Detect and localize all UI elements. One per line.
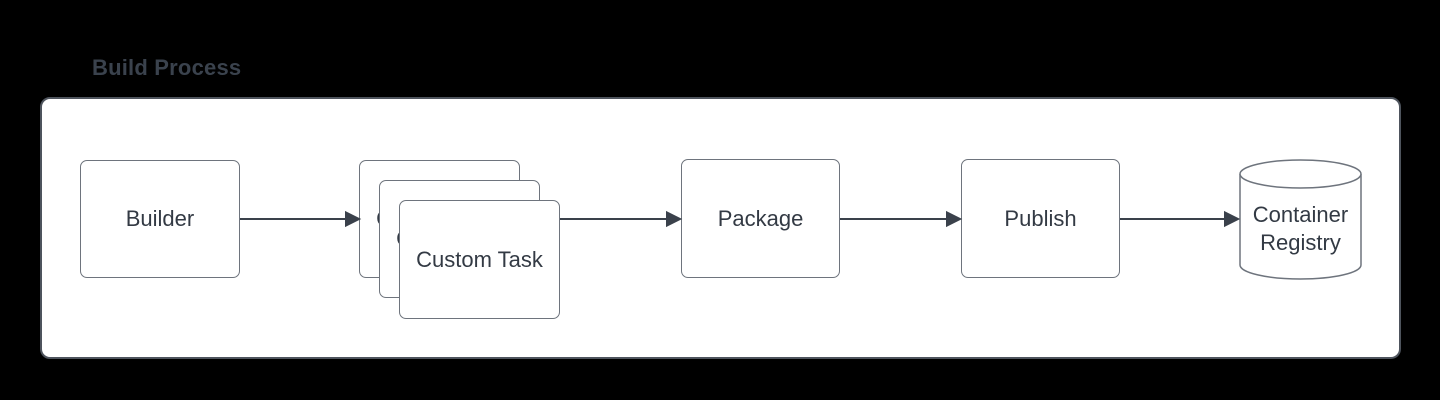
node-package: Package (681, 159, 840, 278)
node-container-registry-label: Container Registry (1252, 202, 1349, 255)
node-publish: Publish (961, 159, 1120, 278)
node-builder-label: Builder (125, 206, 195, 231)
node-container-registry: Container Registry (1239, 159, 1362, 280)
node-custom-task-label: Custom Task (416, 246, 543, 272)
node-publish-label: Publish (1004, 205, 1077, 231)
node-builder: Builder (80, 160, 240, 278)
node-package-label: Package (717, 205, 804, 231)
node-custom-task: Custom Task (399, 200, 560, 319)
diagram-title: Build Process (92, 55, 242, 80)
cylinder-shape-icon (1239, 159, 1362, 280)
